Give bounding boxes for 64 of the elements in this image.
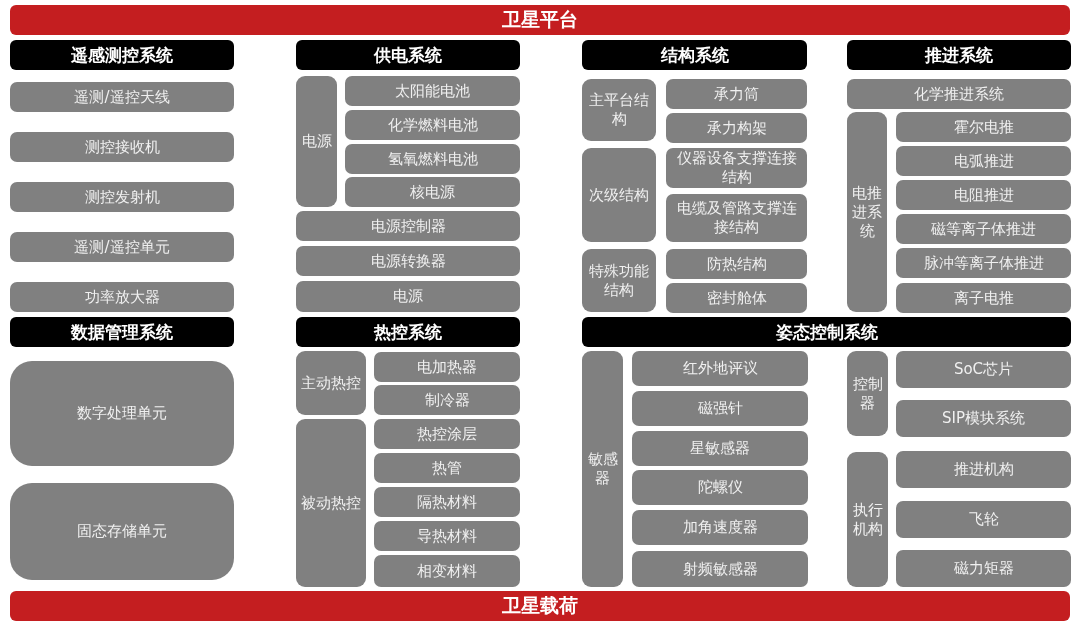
group-box: 执行机构 [847,452,888,587]
group-box: 次级结构 [582,148,656,242]
item-box: 相变材料 [374,555,520,587]
item-box: 陀螺仪 [632,470,808,505]
item-box: 电缆及管路支撑连接结构 [666,194,807,242]
group-box: 主动热控 [296,351,366,415]
item-box: 红外地评议 [632,351,808,386]
item-box: 射频敏感器 [632,551,808,587]
group-box: 被动热控 [296,419,366,587]
item-box: 推进机构 [896,451,1071,488]
section-header: 数据管理系统 [10,317,234,347]
item-box: 加角速度器 [632,510,808,545]
group-box: 主平台结构 [582,79,656,141]
item-box: 化学推进系统 [847,79,1071,109]
item-box: 防热结构 [666,249,807,279]
item-box: 导热材料 [374,521,520,551]
item-box: 测控接收机 [10,132,234,162]
group-box: 敏感器 [582,351,623,587]
item-box: 磁力矩器 [896,550,1071,587]
item-box: 隔热材料 [374,487,520,517]
section-header: 推进系统 [847,40,1071,70]
item-box: 制冷器 [374,385,520,415]
item-box: 承力筒 [666,79,807,109]
item-box: 承力构架 [666,113,807,143]
section-header: 姿态控制系统 [582,317,1071,347]
banner: 卫星载荷 [10,591,1070,621]
item-box: 脉冲等离子体推进 [896,248,1071,278]
item-box: 霍尔电推 [896,112,1071,142]
item-box: 密封舱体 [666,283,807,313]
item-box: 固态存储单元 [10,483,234,580]
item-box: 热控涂层 [374,419,520,449]
section-header: 供电系统 [296,40,520,70]
item-box: 遥测/遥控天线 [10,82,234,112]
group-box: 电源 [296,76,337,207]
section-header: 结构系统 [582,40,807,70]
item-box: 测控发射机 [10,182,234,212]
item-box: 星敏感器 [632,431,808,466]
group-box: 控制器 [847,351,888,436]
item-box: 离子电推 [896,283,1071,313]
item-box: 太阳能电池 [345,76,520,106]
section-header: 遥感测控系统 [10,40,234,70]
item-box: SIP模块系统 [896,400,1071,437]
item-box: 化学燃料电池 [345,110,520,140]
item-box: 功率放大器 [10,282,234,312]
item-box: 电源转换器 [296,246,520,276]
item-box: 热管 [374,453,520,483]
item-box: 电加热器 [374,352,520,382]
section-header: 热控系统 [296,317,520,347]
item-box: 飞轮 [896,501,1071,538]
item-box: 遥测/遥控单元 [10,232,234,262]
item-box: SoC芯片 [896,351,1071,388]
group-box: 电推进系统 [847,112,887,312]
item-box: 氢氧燃料电池 [345,144,520,174]
item-box: 仪器设备支撑连接结构 [666,148,807,188]
item-box: 核电源 [345,177,520,207]
item-box: 磁等离子体推进 [896,214,1071,244]
item-box: 数字处理单元 [10,361,234,466]
banner: 卫星平台 [10,5,1070,35]
item-box: 磁强针 [632,391,808,426]
group-box: 特殊功能结构 [582,249,656,312]
item-box: 电源 [296,281,520,312]
item-box: 电阻推进 [896,180,1071,210]
item-box: 电源控制器 [296,211,520,241]
item-box: 电弧推进 [896,146,1071,176]
